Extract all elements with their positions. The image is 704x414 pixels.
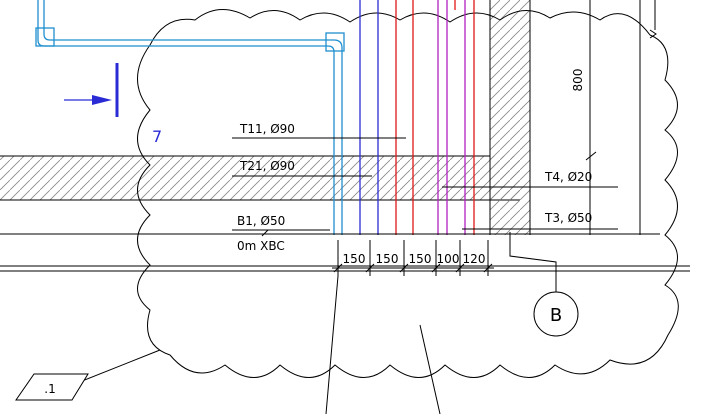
right-edge-notch — [649, 29, 657, 39]
pointer-line-left — [325, 275, 339, 414]
dimension-text: 100 — [437, 252, 460, 266]
section-marker-arrowhead — [92, 95, 112, 105]
section-marker-seven: 7 — [152, 127, 162, 146]
dimension-text: 150 — [376, 252, 399, 266]
vertical-pipes — [359, 0, 475, 235]
cyan-pipe-run — [37, 0, 343, 235]
marker-b-text: B — [550, 305, 562, 326]
dimension-text: 150 — [409, 252, 432, 266]
vertical-dimension-text: 800 — [571, 69, 585, 92]
floor-tick — [261, 229, 269, 237]
revision-cloud — [137, 9, 679, 378]
hatched-slab — [0, 156, 520, 200]
label-t3: T3, Ø50 — [544, 211, 592, 225]
cyan-fitting-right — [325, 32, 345, 52]
marker-b-circle — [533, 291, 579, 337]
label-b1: B1, Ø50 — [237, 214, 285, 228]
dimension-text: 150 — [343, 252, 366, 266]
marker-b-leader — [509, 232, 557, 292]
label-t21: T21, Ø90 — [239, 159, 295, 173]
vertical-dimension-tick — [585, 151, 597, 161]
label-t4: T4, Ø20 — [544, 170, 592, 184]
dimension-text: 120 — [463, 252, 486, 266]
label-floor: 0m XBC — [237, 239, 285, 253]
tag-leader — [71, 349, 161, 386]
pointer-line-right — [419, 324, 441, 414]
hatched-column — [490, 0, 530, 235]
tag-text: .1 — [44, 382, 55, 396]
cyan-fitting-left — [35, 27, 55, 47]
tag-parallelogram — [15, 373, 89, 401]
label-t11: T11, Ø90 — [239, 122, 295, 136]
